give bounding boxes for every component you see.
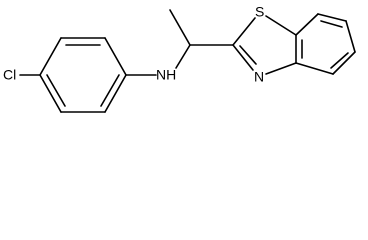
thiazole-nitrogen-label: N [254,69,264,85]
chlorophenyl-ring [39,37,127,113]
thiazole-ring [232,15,297,75]
thiazole-sulfur-label: S [255,4,264,20]
chlorine-label: Cl [3,67,16,83]
ring-bond [232,44,254,71]
methyl-bond [169,9,191,46]
ring-bond [345,20,356,53]
ring-bond [265,15,297,36]
amine-methine-bond [175,44,191,69]
benzo-ring [295,13,356,75]
ring-bond [317,13,347,22]
ring-bond [332,51,356,75]
amine-label: NH [156,67,176,83]
ring-bond [232,17,256,46]
aromatic-inner-bond [100,74,120,107]
ring-bond [295,13,319,36]
ring-bond [39,37,62,76]
ring-bond [39,74,62,113]
aromatic-inner-bond [330,52,349,69]
ring-bond [295,62,334,75]
ring-double-bond [239,45,257,65]
ring-bond [104,74,127,113]
aromatic-inner-bond [46,74,66,107]
chemical-structure-diagram: Cl NH S N [3,4,356,113]
ring-bond [104,37,127,76]
aromatic-inner-bond [320,20,343,28]
ring-bond [265,62,297,75]
